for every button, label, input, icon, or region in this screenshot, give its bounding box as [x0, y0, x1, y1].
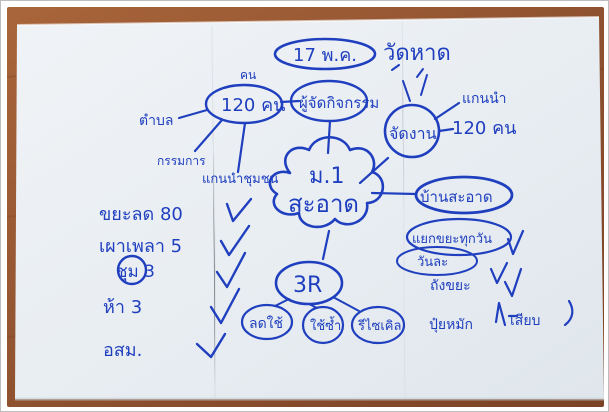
edge [420, 74, 428, 96]
center-line-2: สะอาด [288, 190, 359, 218]
check-mark [503, 267, 523, 298]
list-item-3-circle [116, 254, 148, 286]
node-activity: จัดงาน [389, 124, 437, 143]
label-tambon: ตำบล [139, 113, 173, 129]
edge [177, 108, 209, 120]
list-item-4: ห้า 3 [103, 297, 142, 318]
photo-whiteboard-mindmap: 17 พ.ค. วัดหาด 120 คน คน ตำบล กรรมการ แก… [7, 7, 604, 407]
check-mark [563, 299, 574, 327]
label-krammakan: กรรมการ [157, 154, 206, 168]
node-3r: 3R [293, 273, 322, 298]
check-mark [225, 197, 253, 223]
node-participants: 120 คน [221, 95, 285, 116]
node-clean-sub: แยกขยะทุกวัน [412, 232, 492, 247]
node-recycle-circle [350, 305, 406, 345]
label-sell: เสียบ [510, 313, 540, 329]
center-line-1: ม.1 [309, 164, 345, 189]
mindmap-ink: 17 พ.ค. วัดหาด 120 คน คน ตำบล กรรมการ แก… [99, 37, 574, 361]
edge [308, 303, 318, 309]
edge [193, 118, 224, 153]
label-leaders: แกนนำชุมชน [202, 172, 279, 187]
photo-canvas: 17 พ.ค. วัดหาด 120 คน คน ตำบล กรรมการ แก… [7, 7, 604, 407]
label-compost: ปุ๋ยหมัก [429, 317, 473, 333]
list-item-5: อสม. [103, 340, 142, 361]
edge [332, 296, 360, 312]
edge [370, 191, 418, 196]
label-wan: วันละ [417, 255, 448, 270]
node-wan-circle [396, 246, 478, 276]
check-mark [195, 332, 227, 359]
edge [236, 121, 247, 174]
edge [433, 101, 461, 121]
node-reuse: ใช้ซ้ำ [310, 316, 341, 334]
check-mark [215, 251, 247, 289]
check-mark [209, 287, 241, 325]
header-place: วัดหาด [383, 41, 451, 66]
check-mark [494, 301, 507, 327]
label-person: คน [240, 68, 256, 82]
label-bin: ถังขยะ [430, 278, 471, 294]
paper-sheet [15, 17, 604, 399]
label-leader-2: แกนนำ [462, 91, 507, 107]
check-mark [219, 224, 251, 257]
edge [402, 80, 411, 102]
check-mark [489, 261, 509, 285]
tick-mark [416, 68, 424, 78]
edge [274, 298, 290, 307]
check-mark [506, 229, 525, 256]
header-date-circle [273, 37, 377, 71]
label-120: 120 คน [452, 118, 516, 139]
fold-line [211, 24, 216, 400]
edge [437, 127, 455, 133]
node-clean-sub-circle [405, 217, 513, 257]
node-reuse-circle [301, 305, 345, 345]
paper-top-highlight [16, 16, 600, 26]
tick-mark [391, 64, 400, 71]
fold-line [401, 20, 406, 400]
list-item-1: ขยะลด 80 [99, 204, 183, 225]
node-organizers: ผู้จัดกิจกรรม [299, 94, 379, 112]
node-center-cloud [268, 135, 384, 229]
list-item-2: เผาเพลา 5 [99, 236, 182, 257]
list-item-3: ชุม 3 [116, 262, 155, 282]
node-reduce: ลดใช้ [249, 315, 283, 332]
node-clean-house: บ้านสะอาด [420, 188, 493, 206]
node-recycle: รีไซเคิล [357, 318, 401, 334]
node-reduce-circle [240, 303, 294, 341]
edge [321, 229, 331, 261]
header-date: 17 พ.ค. [293, 45, 357, 66]
